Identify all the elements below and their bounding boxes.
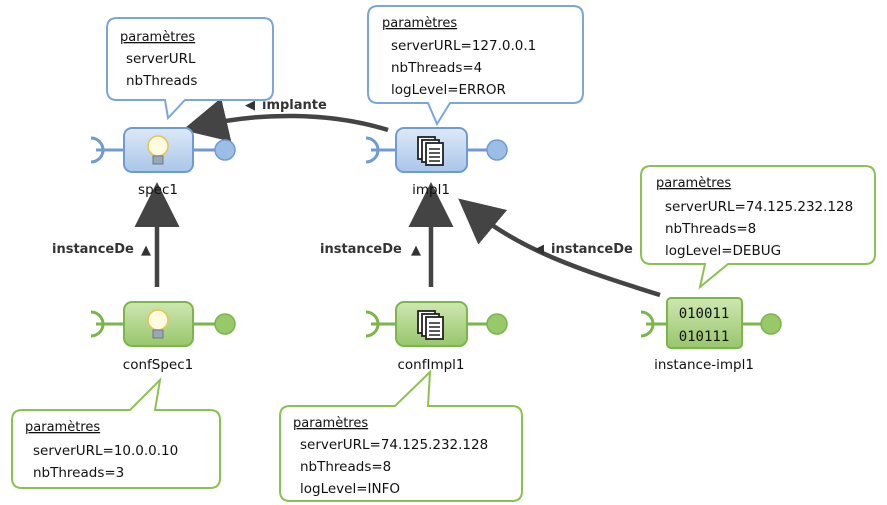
instanceDe-inst-marker: ◀ <box>534 242 544 257</box>
edge-instanceDe-spec: instanceDe ▲ <box>52 182 180 287</box>
confImpl1-label: confImpl1 <box>397 357 464 373</box>
callout-spec1-line-1: serverURL <box>126 51 196 67</box>
implante-arrow <box>182 97 389 142</box>
callout-confSpec1: paramètres serverURL=10.0.0.10 nbThreads… <box>11 377 221 489</box>
node-spec1[interactable]: spec1 <box>90 127 236 198</box>
lightbulb-icon <box>147 135 169 165</box>
edge-implante: ◀ implante <box>182 97 389 142</box>
callout-spec1-header: paramètres <box>120 30 195 45</box>
implante-label: implante <box>262 98 327 113</box>
instance-binary-line-1: 010011 <box>679 306 730 322</box>
callout-impl1-line-2: nbThreads=4 <box>391 60 482 76</box>
edge-instanceDe-inst: ◀ instanceDe <box>458 198 661 298</box>
instance-impl1-label: instance-impl1 <box>654 357 754 373</box>
callout-instance-line-1: serverURL=74.125.232.128 <box>665 199 853 215</box>
callout-confImpl1: paramètres serverURL=74.125.232.128 nbTh… <box>279 369 523 502</box>
edge-instanceDe-impl: instanceDe ▲ <box>320 182 454 287</box>
callout-impl1-line-3: logLevel=ERROR <box>391 82 506 98</box>
documents-icon <box>417 136 444 166</box>
implante-marker: ◀ <box>245 98 255 113</box>
documents-icon <box>417 310 444 340</box>
node-confSpec1[interactable]: confSpec1 <box>90 301 236 373</box>
confSpec1-label: confSpec1 <box>123 357 193 373</box>
impl1-provided-port <box>486 139 508 161</box>
callout-confImpl1-line-2: nbThreads=8 <box>300 459 391 475</box>
instance-binary-line-2: 010111 <box>679 329 730 345</box>
instanceDe-impl-label: instanceDe <box>320 242 402 257</box>
callout-impl1: paramètres serverURL=127.0.0.1 nbThreads… <box>367 5 584 127</box>
callout-confImpl1-line-3: logLevel=INFO <box>300 481 400 497</box>
callout-instance-line-3: logLevel=DEBUG <box>665 243 781 259</box>
confImpl1-provided-port <box>486 313 508 335</box>
instanceDe-inst-label: instanceDe <box>551 242 633 257</box>
callout-instance: paramètres serverURL=74.125.232.128 nbTh… <box>640 165 876 290</box>
impl1-label: impl1 <box>412 182 450 198</box>
instanceDe-spec-label: instanceDe <box>52 242 134 257</box>
instance-provided-port <box>760 313 782 335</box>
confSpec1-provided-port <box>214 313 236 335</box>
callout-confImpl1-line-1: serverURL=74.125.232.128 <box>300 437 488 453</box>
instanceDe-impl-marker: ▲ <box>411 243 421 258</box>
node-confImpl1[interactable]: confImpl1 <box>365 301 508 373</box>
node-impl1[interactable]: impl1 <box>365 127 508 198</box>
instanceDe-spec-marker: ▲ <box>141 243 151 258</box>
node-instance-impl1[interactable]: 010011 010111 instance-impl1 <box>640 297 782 373</box>
callout-instance-header: paramètres <box>656 176 731 191</box>
callout-instance-line-2: nbThreads=8 <box>665 221 756 237</box>
callout-confImpl1-header: paramètres <box>293 416 368 431</box>
callout-confSpec1-line-1: serverURL=10.0.0.10 <box>33 443 178 459</box>
spec1-provided-port <box>214 139 236 161</box>
binary-icon: 010011 010111 <box>679 306 730 345</box>
lightbulb-icon <box>147 309 169 339</box>
callout-confSpec1-line-2: nbThreads=3 <box>33 465 124 481</box>
callout-impl1-header: paramètres <box>382 16 457 31</box>
instanceDe-inst-arrow <box>458 198 661 298</box>
spec1-label: spec1 <box>138 182 178 198</box>
callout-impl1-line-1: serverURL=127.0.0.1 <box>391 38 536 54</box>
callout-confSpec1-header: paramètres <box>25 420 100 435</box>
callout-spec1-line-2: nbThreads <box>126 73 197 89</box>
callout-spec1: paramètres serverURL nbThreads <box>106 17 274 121</box>
